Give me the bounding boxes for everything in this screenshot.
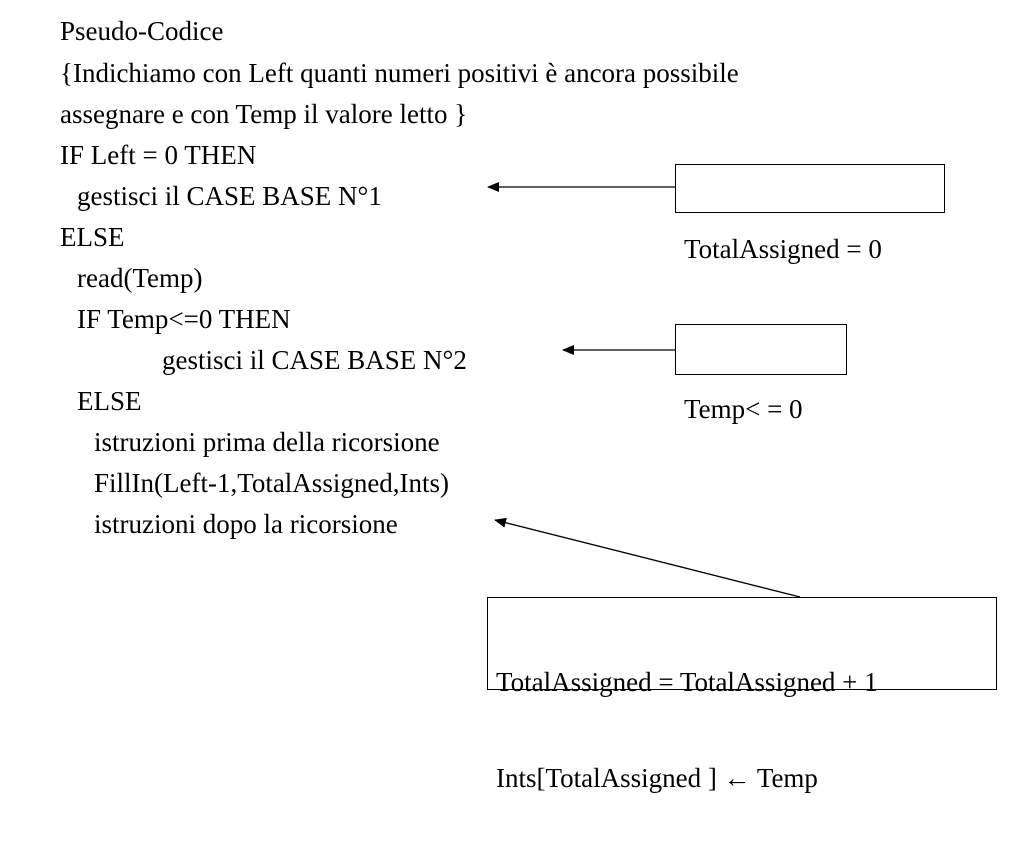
pseudocode-if-temp: IF Temp<=0 THEN	[77, 304, 291, 334]
slide: Pseudo-Codice {Indichiamo con Left quant…	[60, 16, 997, 793]
pseudocode-read-temp: read(Temp)	[77, 263, 203, 293]
pseudocode-comment-line-2: assegnare e con Temp il valore letto }	[60, 99, 468, 129]
annotation-box-base-case-1: TotalAssigned = 0	[675, 164, 945, 264]
pseudocode-if-left: IF Left = 0 THEN	[60, 140, 257, 170]
pseudocode-before-recursion: istruzioni prima della ricorsione	[94, 427, 440, 457]
pseudocode-else-1: ELSE	[60, 222, 125, 252]
pseudocode-else-2: ELSE	[77, 386, 142, 416]
annotation-text-assign: Ints[TotalAssigned ] ← Temp	[496, 763, 818, 793]
annotation-box-base-case-2: Temp< = 0	[675, 324, 847, 424]
annotation-box-after-recursion: TotalAssigned = TotalAssigned + 1 Ints[T…	[487, 597, 997, 793]
pseudocode-base-case-1: gestisci il CASE BASE N°1	[77, 181, 382, 211]
pseudocode-comment-line-1: {Indichiamo con Left quanti numeri posit…	[60, 58, 739, 88]
pseudocode-after-recursion: istruzioni dopo la ricorsione	[94, 509, 398, 539]
arrow-after-recursion	[494, 517, 801, 598]
pseudocode-title: Pseudo-Codice	[60, 16, 224, 46]
annotation-text-base-case-1: TotalAssigned = 0	[684, 234, 882, 264]
pseudocode-base-case-2: gestisci il CASE BASE N°2	[162, 345, 467, 375]
pseudocode-recursive-call: FillIn(Left-1,TotalAssigned,Ints)	[94, 468, 450, 498]
annotation-text-base-case-2: Temp< = 0	[684, 394, 803, 424]
annotation-text-increment: TotalAssigned = TotalAssigned + 1	[496, 667, 878, 697]
